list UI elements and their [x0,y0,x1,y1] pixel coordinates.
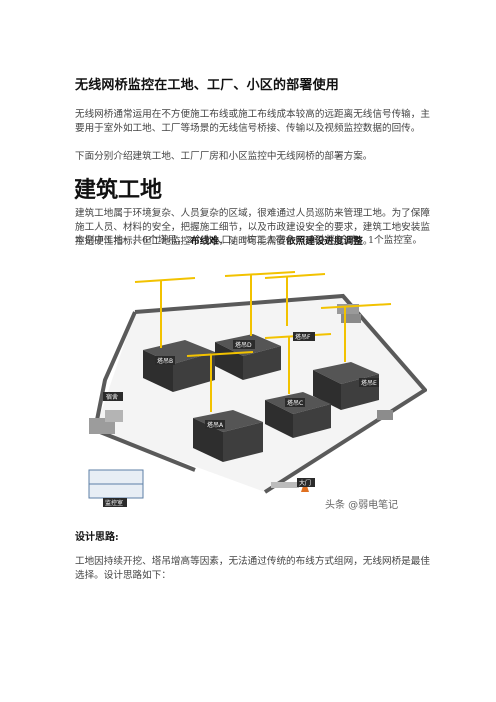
label-control-room: 监控室 [105,499,123,507]
label-dorm: 宿舍 [106,393,118,401]
section-text-c: ，随时可能需要 [218,236,287,247]
site-svg: 塔吊B 塔吊D 塔吊F 塔吊E 塔吊C 塔吊A 宿舍 大门 监控室 头条 @弱电… [88,271,427,511]
label-tower-f: 塔吊F [295,333,311,341]
tower-cranes [134,271,392,412]
watermark: 头条 @弱电笔记 [325,498,398,511]
bold-wiring-difficult: 布线难 [190,236,219,247]
document-title: 无线网桥监控在工地、工厂、小区的部署使用 [75,78,340,93]
label-tower-e: 塔吊E [361,379,377,387]
pipes [337,304,361,323]
section-paragraph-1: 建筑工地属于环境复杂、人员复杂的区域，很难通过人员巡防来管理工地。为了保障施工人… [75,207,431,249]
section-text-a: 建筑工地属于环境复杂、人员复杂的区域，很难通过人员巡防来管理工地。为了保障施工人… [75,208,430,247]
label-tower-c: 塔吊C [287,399,303,407]
bold-adjust-by-progress: 依照建设进度调整 [286,236,363,247]
label-tower-b: 塔吊B [157,357,173,365]
label-tower-d: 塔吊D [235,341,252,349]
intro-paragraph-1: 无线网桥通常运用在不方便施工布线或施工布线成本较高的远距离无线信号传输，主要用于… [75,109,430,134]
control-room-building [88,469,144,499]
container-block-a [193,410,263,462]
intro-paragraph-2: 下面分别介绍建筑工地、工厂厂房和小区监控中无线网桥的部署方案。 [75,151,373,162]
container-block-c [265,392,331,438]
section-paragraph-2: 本例中工地一共6个塔吊，2个出入口，1栋工人宿舍，1间材料仓库，1个监控室。 [75,235,423,246]
section-text-d: 。 [362,236,373,247]
design-paragraph: 工地因持续开挖、塔吊增高等因素，无法通过传统的布线方式组网，无线网桥是最佳选择。… [75,556,430,581]
material-piles [89,410,393,434]
figure-labels: 塔吊B 塔吊D 塔吊F 塔吊E 塔吊C 塔吊A 宿舍 大门 监控室 [103,332,379,507]
fence-left [92,311,196,472]
label-tower-a: 塔吊A [207,421,224,429]
label-gate: 大门 [299,479,311,487]
fence-right [134,293,427,494]
construction-site-illustration: 塔吊B 塔吊D 塔吊F 塔吊E 塔吊C 塔吊A 宿舍 大门 监控室 头条 @弱电… [75,270,427,520]
section-heading: 建筑工地 [74,178,163,203]
design-heading: 设计思路: [75,532,119,543]
